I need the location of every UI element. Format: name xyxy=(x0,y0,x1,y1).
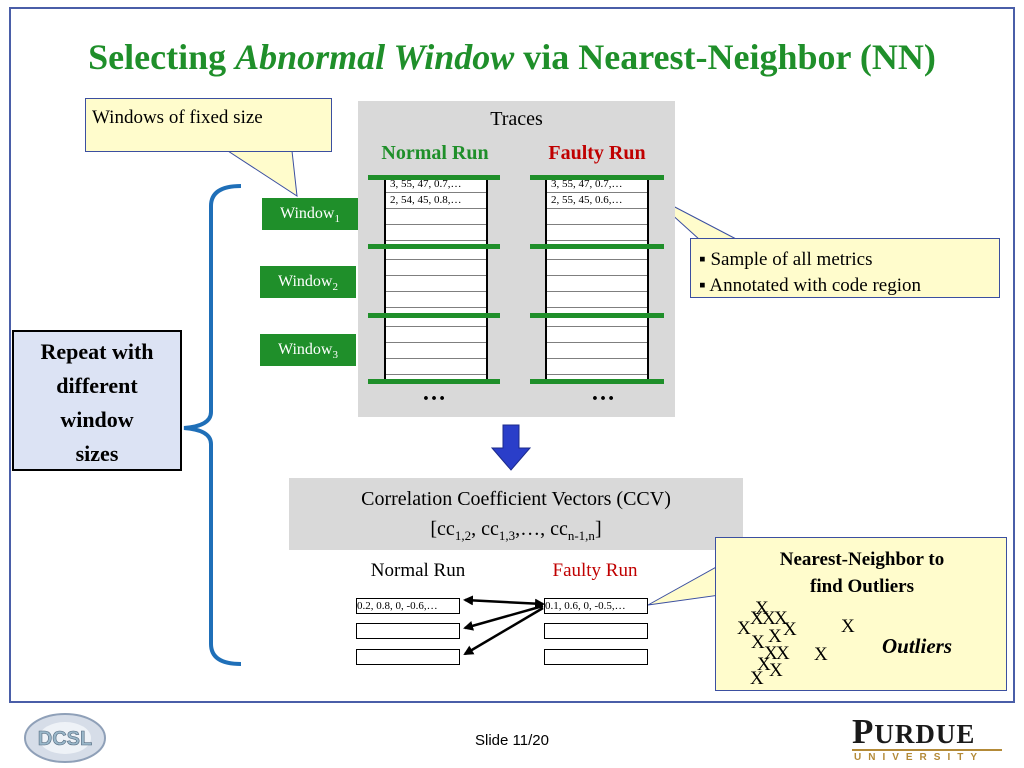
traces-label: Traces xyxy=(490,108,543,130)
nn-arrow-3 xyxy=(463,606,544,656)
nn-callout: Nearest-Neighbor to find Outliers xyxy=(715,537,1007,691)
normal-vector-1: 0.2, 0.8, 0, -0.6,… xyxy=(356,598,460,614)
faulty-vector-3 xyxy=(544,649,648,665)
windows-callout-tail xyxy=(226,150,298,197)
faulty-trace-row-1: 3, 55, 47, 0.7,… xyxy=(551,178,623,190)
purdue-logo-subtitle: UNIVERSITY xyxy=(854,752,985,763)
slide-number: Slide 11/20 xyxy=(475,732,549,749)
faulty-trace-column: 3, 55, 47, 0.7,… 2, 55, 45, 0.6,… xyxy=(545,177,649,383)
sample-callout-line-2: ▪ Annotated with code region xyxy=(699,275,922,296)
window-boundary-normal-2 xyxy=(368,244,500,249)
outlier-point-1: X xyxy=(841,616,855,637)
slide-title: Selecting Abnormal Window via Nearest-Ne… xyxy=(88,37,936,77)
normal-vector-3 xyxy=(356,649,460,665)
dcsl-logo-text: DCSL xyxy=(38,728,92,750)
window-boundary-normal-1 xyxy=(368,175,500,180)
point-marker: X xyxy=(776,643,790,664)
sample-callout-line-1: ▪ Sample of all metrics xyxy=(699,249,873,270)
nn-arrow-2 xyxy=(463,604,544,631)
window-boundary-faulty-4 xyxy=(530,379,664,384)
faulty-vector-1: 0.1, 0.6, 0, -0.5,… xyxy=(544,598,648,614)
point-marker: X xyxy=(751,632,765,653)
point-marker: X xyxy=(774,608,788,629)
ccv-normal-run-label: Normal Run xyxy=(370,560,466,581)
ccv-formula: [cc1,2, cc1,3,…, ccn-1,n] xyxy=(430,518,602,543)
window-2-label: Window2 xyxy=(260,266,356,298)
nn-arrow-1 xyxy=(463,595,545,609)
faulty-trace-ellipsis: … xyxy=(591,380,615,406)
ccv-box: Correlation Coefficient Vectors (CCV) [c… xyxy=(289,478,743,550)
window-boundary-faulty-2 xyxy=(530,244,664,249)
down-arrow xyxy=(490,424,532,471)
faulty-vector-2 xyxy=(544,623,648,639)
window-boundary-faulty-1 xyxy=(530,175,664,180)
point-marker: X xyxy=(764,643,778,664)
normal-vector-2 xyxy=(356,623,460,639)
repeat-box: Repeat with different window sizes xyxy=(12,330,182,471)
outlier-point-2: X xyxy=(814,644,828,665)
point-marker: X xyxy=(769,660,783,681)
normal-trace-ellipsis: … xyxy=(422,380,446,406)
point-marker: X xyxy=(750,668,764,689)
ccv-title: Correlation Coefficient Vectors (CCV) xyxy=(361,488,671,510)
normal-trace-row-1: 3, 55, 47, 0.7,… xyxy=(390,178,462,190)
point-marker: X xyxy=(750,608,764,629)
dcsl-logo: DCSL xyxy=(24,713,106,763)
repeat-bracket xyxy=(183,184,242,666)
point-marker: X xyxy=(757,654,771,675)
window-boundary-faulty-3 xyxy=(530,313,664,318)
windows-callout: Windows of fixed size xyxy=(85,98,332,152)
normal-run-label: Normal Run xyxy=(381,142,489,164)
outliers-label: Outliers xyxy=(882,634,953,658)
sample-callout: ▪ Sample of all metrics ▪ Annotated with… xyxy=(690,238,1000,298)
point-marker: X xyxy=(737,618,751,639)
point-marker: X xyxy=(762,608,776,629)
purdue-logo-wordmark: PURDUE xyxy=(852,712,976,751)
purdue-logo-rule xyxy=(852,749,1002,751)
window-3-label: Window3 xyxy=(260,334,356,366)
window-boundary-normal-3 xyxy=(368,313,500,318)
point-marker: X xyxy=(755,598,769,619)
normal-trace-column: 3, 55, 47, 0.7,… 2, 54, 45, 0.8,… xyxy=(384,177,488,383)
faulty-run-label: Faulty Run xyxy=(548,142,646,164)
normal-trace-row-2: 2, 54, 45, 0.8,… xyxy=(390,194,462,206)
nn-callout-title: Nearest-Neighbor to find Outliers xyxy=(779,549,945,597)
point-marker: X xyxy=(783,619,797,640)
point-marker: X xyxy=(768,626,782,647)
ccv-faulty-run-label: Faulty Run xyxy=(552,560,638,581)
window-1-label: Window1 xyxy=(262,198,358,230)
faulty-trace-row-2: 2, 55, 45, 0.6,… xyxy=(551,194,623,206)
window-boundary-normal-4 xyxy=(368,379,500,384)
slide-frame xyxy=(9,7,1015,703)
